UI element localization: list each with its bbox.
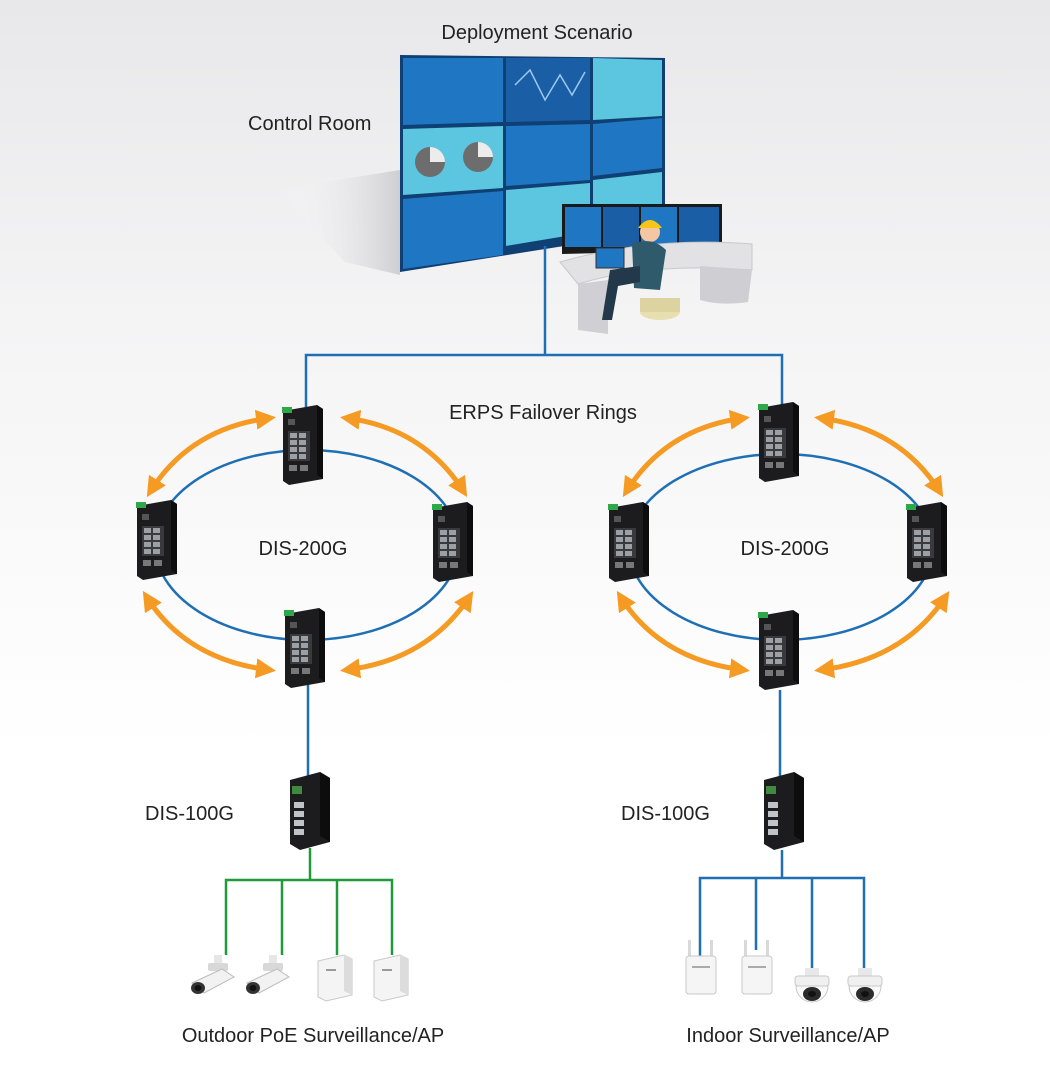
indoor-devices-label: Indoor Surveillance/AP bbox=[686, 1025, 890, 1047]
outdoor-devices bbox=[190, 954, 409, 1002]
control-room-label: Control Room bbox=[248, 113, 372, 135]
right-ring-switch-left bbox=[608, 502, 649, 582]
floor-shadow bbox=[275, 170, 400, 275]
left-ring-arrow-top-left bbox=[146, 409, 276, 498]
left-ring-switch-right bbox=[432, 502, 473, 582]
backbone-links bbox=[153, 246, 935, 980]
bullet-camera-2 bbox=[245, 954, 290, 995]
outdoor-access-point-2 bbox=[373, 954, 409, 1002]
erps-rings-label: ERPS Failover Rings bbox=[449, 402, 637, 424]
pie-chart-screen bbox=[415, 142, 493, 177]
left-ring-switch-bottom bbox=[284, 608, 325, 688]
operator-person bbox=[595, 220, 666, 320]
left-ring-switch-left bbox=[136, 500, 177, 580]
left-ring-arrow-bottom-right bbox=[340, 590, 474, 679]
outdoor-access-point-1 bbox=[317, 954, 353, 1002]
right-ring-switch-right bbox=[906, 502, 947, 582]
left-edge-switch bbox=[290, 772, 330, 850]
right-ring-switch-bottom bbox=[758, 610, 799, 690]
left-ring-arrow-bottom-left bbox=[142, 590, 276, 679]
dome-camera-1 bbox=[794, 967, 830, 1003]
left-ring-arrow-top-right bbox=[340, 409, 468, 498]
right-ring-arrow-top-right bbox=[814, 409, 944, 498]
failover-arrows bbox=[142, 409, 950, 679]
outdoor-devices-label: Outdoor PoE Surveillance/AP bbox=[181, 1025, 445, 1047]
right-ring-arrow-bottom-right bbox=[814, 590, 950, 679]
dome-camera-2 bbox=[847, 967, 883, 1003]
right-edge-switch bbox=[764, 772, 804, 850]
right-ring-arrow-top-left bbox=[622, 409, 750, 498]
diagram-title: Deployment Scenario bbox=[441, 22, 633, 44]
video-wall bbox=[400, 55, 665, 272]
control-room-illustration bbox=[275, 55, 753, 334]
indoor-devices bbox=[685, 939, 883, 1003]
operator-desk bbox=[559, 204, 753, 334]
right-ring-switch-top bbox=[758, 402, 799, 482]
poe-links bbox=[224, 848, 394, 955]
line-graph-screen bbox=[514, 68, 586, 102]
right-ring-arrow-bottom-left bbox=[616, 590, 750, 679]
left-ring-switch-top bbox=[282, 405, 323, 485]
right-edge-model-label: DIS-100G bbox=[621, 803, 710, 825]
bullet-camera-1 bbox=[190, 954, 235, 995]
left-ring-model-label: DIS-200G bbox=[258, 538, 348, 560]
left-edge-model-label: DIS-100G bbox=[145, 803, 234, 825]
right-ring-model-label: DIS-200G bbox=[740, 538, 830, 560]
